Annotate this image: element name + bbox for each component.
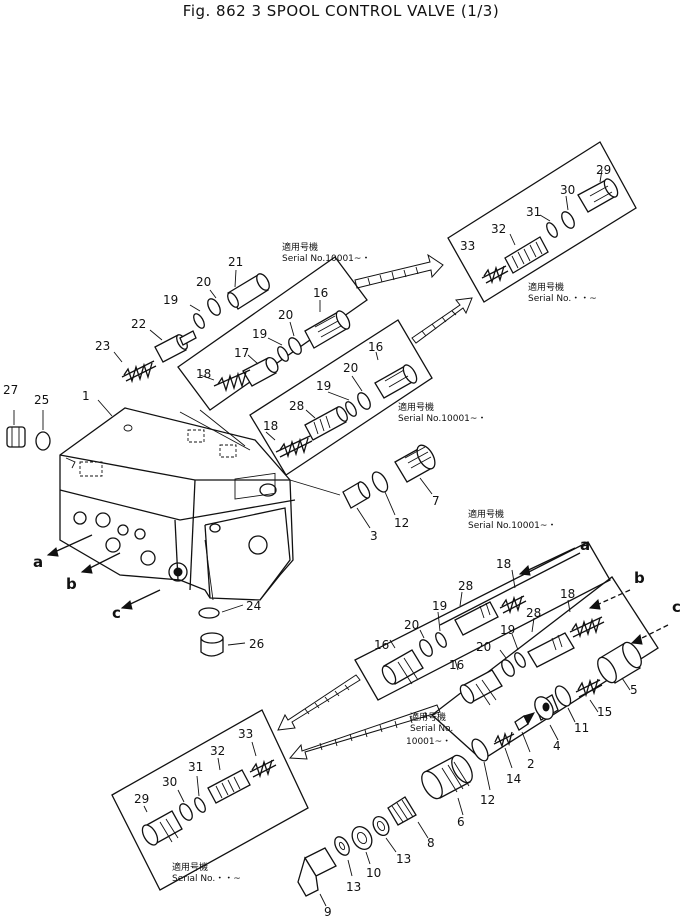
part-number: 5 xyxy=(630,683,638,697)
leader-lines xyxy=(97,399,341,601)
part-number: 31 xyxy=(188,760,203,774)
part-number: 15 xyxy=(597,705,612,719)
box-lower-right xyxy=(354,541,659,761)
part-number: 16 xyxy=(374,638,389,652)
part-number: 10 xyxy=(366,866,381,880)
hatched-arrows-upper xyxy=(354,253,473,344)
part-number: 7 xyxy=(432,494,440,508)
part-number-labels: 1 27 25 24 26 21 20 19 22 23 16 20 19 17… xyxy=(3,163,638,919)
box-bottom-left xyxy=(111,709,309,891)
part-number: 13 xyxy=(396,852,411,866)
hatched-arrows-lower xyxy=(277,674,441,760)
part-number: 27 xyxy=(3,383,18,397)
port-letter-c-right: c xyxy=(672,598,681,616)
part-number: 18 xyxy=(263,419,278,433)
part-number: 16 xyxy=(313,286,328,300)
part-number: 29 xyxy=(134,792,149,806)
part-number: 32 xyxy=(491,222,506,236)
parts-lower-chain xyxy=(471,641,642,791)
part-number: 19 xyxy=(432,599,447,613)
part-number: 21 xyxy=(228,255,243,269)
serial-labels: 適用号機 Serial No.10001~・ 適用号機 Serial No.・・… xyxy=(172,241,597,884)
part-number: 19 xyxy=(500,623,515,637)
serial-ja-4: 適用号機 xyxy=(468,508,504,520)
serial-label-5b: 10001~・ xyxy=(406,737,451,747)
part-number: 12 xyxy=(394,516,409,530)
part-number: 9 xyxy=(324,905,332,919)
part-number: 33 xyxy=(238,727,253,741)
port-letter-b-right: b xyxy=(634,569,645,587)
part-number: 20 xyxy=(196,275,211,289)
serial-label-5a: Serial No. xyxy=(410,724,453,734)
port-letter-a-right: a xyxy=(580,536,590,554)
box-upper-right xyxy=(447,141,637,303)
part-number: 6 xyxy=(457,815,465,829)
port-letter-a: a xyxy=(33,553,43,571)
part-number: 28 xyxy=(526,606,541,620)
port-arrows: a b c a b c xyxy=(33,534,681,645)
part-number: 4 xyxy=(553,739,561,753)
box-middle xyxy=(249,319,433,476)
serial-ja-5: 適用号機 xyxy=(410,711,446,723)
serial-label-1: Serial No.10001~・ xyxy=(282,254,370,264)
part-number: 24 xyxy=(246,599,261,613)
figure-title: Fig. 862 3 SPOOL CONTROL VALVE (1/3) xyxy=(182,2,500,20)
part-number: 8 xyxy=(427,836,435,850)
left-parts xyxy=(6,410,246,657)
serial-ja-3: 適用号機 xyxy=(398,401,434,413)
part-number: 2 xyxy=(527,757,535,771)
part-number: 12 xyxy=(480,793,495,807)
serial-label-4: Serial No.10001~・ xyxy=(468,521,556,531)
box-upper-spool-1 xyxy=(177,256,368,411)
part-number: 17 xyxy=(234,346,249,360)
part-number: 19 xyxy=(163,293,178,307)
part-number: 26 xyxy=(249,637,264,651)
part-number: 3 xyxy=(370,529,378,543)
part-number: 14 xyxy=(506,772,521,786)
part-number: 20 xyxy=(278,308,293,322)
serial-label-3: Serial No.10001~・ xyxy=(398,414,486,424)
parts-lower-stack xyxy=(297,754,473,907)
valve-body xyxy=(59,407,296,601)
part-number: 30 xyxy=(560,183,575,197)
part-number: 16 xyxy=(368,340,383,354)
part-number: 19 xyxy=(316,379,331,393)
part-number: 11 xyxy=(574,721,589,735)
part-number: 16 xyxy=(449,658,464,672)
serial-ja-6: 適用号機 xyxy=(172,861,208,873)
part-number: 28 xyxy=(289,399,304,413)
part-number: 20 xyxy=(343,361,358,375)
part-number: 33 xyxy=(460,239,475,253)
part-number: 28 xyxy=(458,579,473,593)
part-number: 20 xyxy=(404,618,419,632)
part-number: 19 xyxy=(252,327,267,341)
part-number: 32 xyxy=(210,744,225,758)
serial-label-2: Serial No.・・~ xyxy=(528,294,597,304)
part-number: 18 xyxy=(560,587,575,601)
part-number: 1 xyxy=(82,389,90,403)
part-number: 13 xyxy=(346,880,361,894)
part-number: 22 xyxy=(131,317,146,331)
serial-label-6: Serial No.・・~ xyxy=(172,874,241,884)
parts-3-12-7 xyxy=(342,444,436,529)
port-letter-c: c xyxy=(112,604,121,622)
part-number: 20 xyxy=(476,640,491,654)
part-number: 18 xyxy=(496,557,511,571)
upper-parts-22-23 xyxy=(113,329,197,384)
port-letter-b: b xyxy=(66,575,77,593)
serial-ja-2: 適用号機 xyxy=(528,281,564,293)
part-number: 25 xyxy=(34,393,49,407)
part-number: 31 xyxy=(526,205,541,219)
part-number: 23 xyxy=(95,339,110,353)
part-number: 18 xyxy=(196,367,211,381)
serial-ja-1: 適用号機 xyxy=(282,241,318,253)
part-number: 30 xyxy=(162,775,177,789)
part-number: 29 xyxy=(596,163,611,177)
